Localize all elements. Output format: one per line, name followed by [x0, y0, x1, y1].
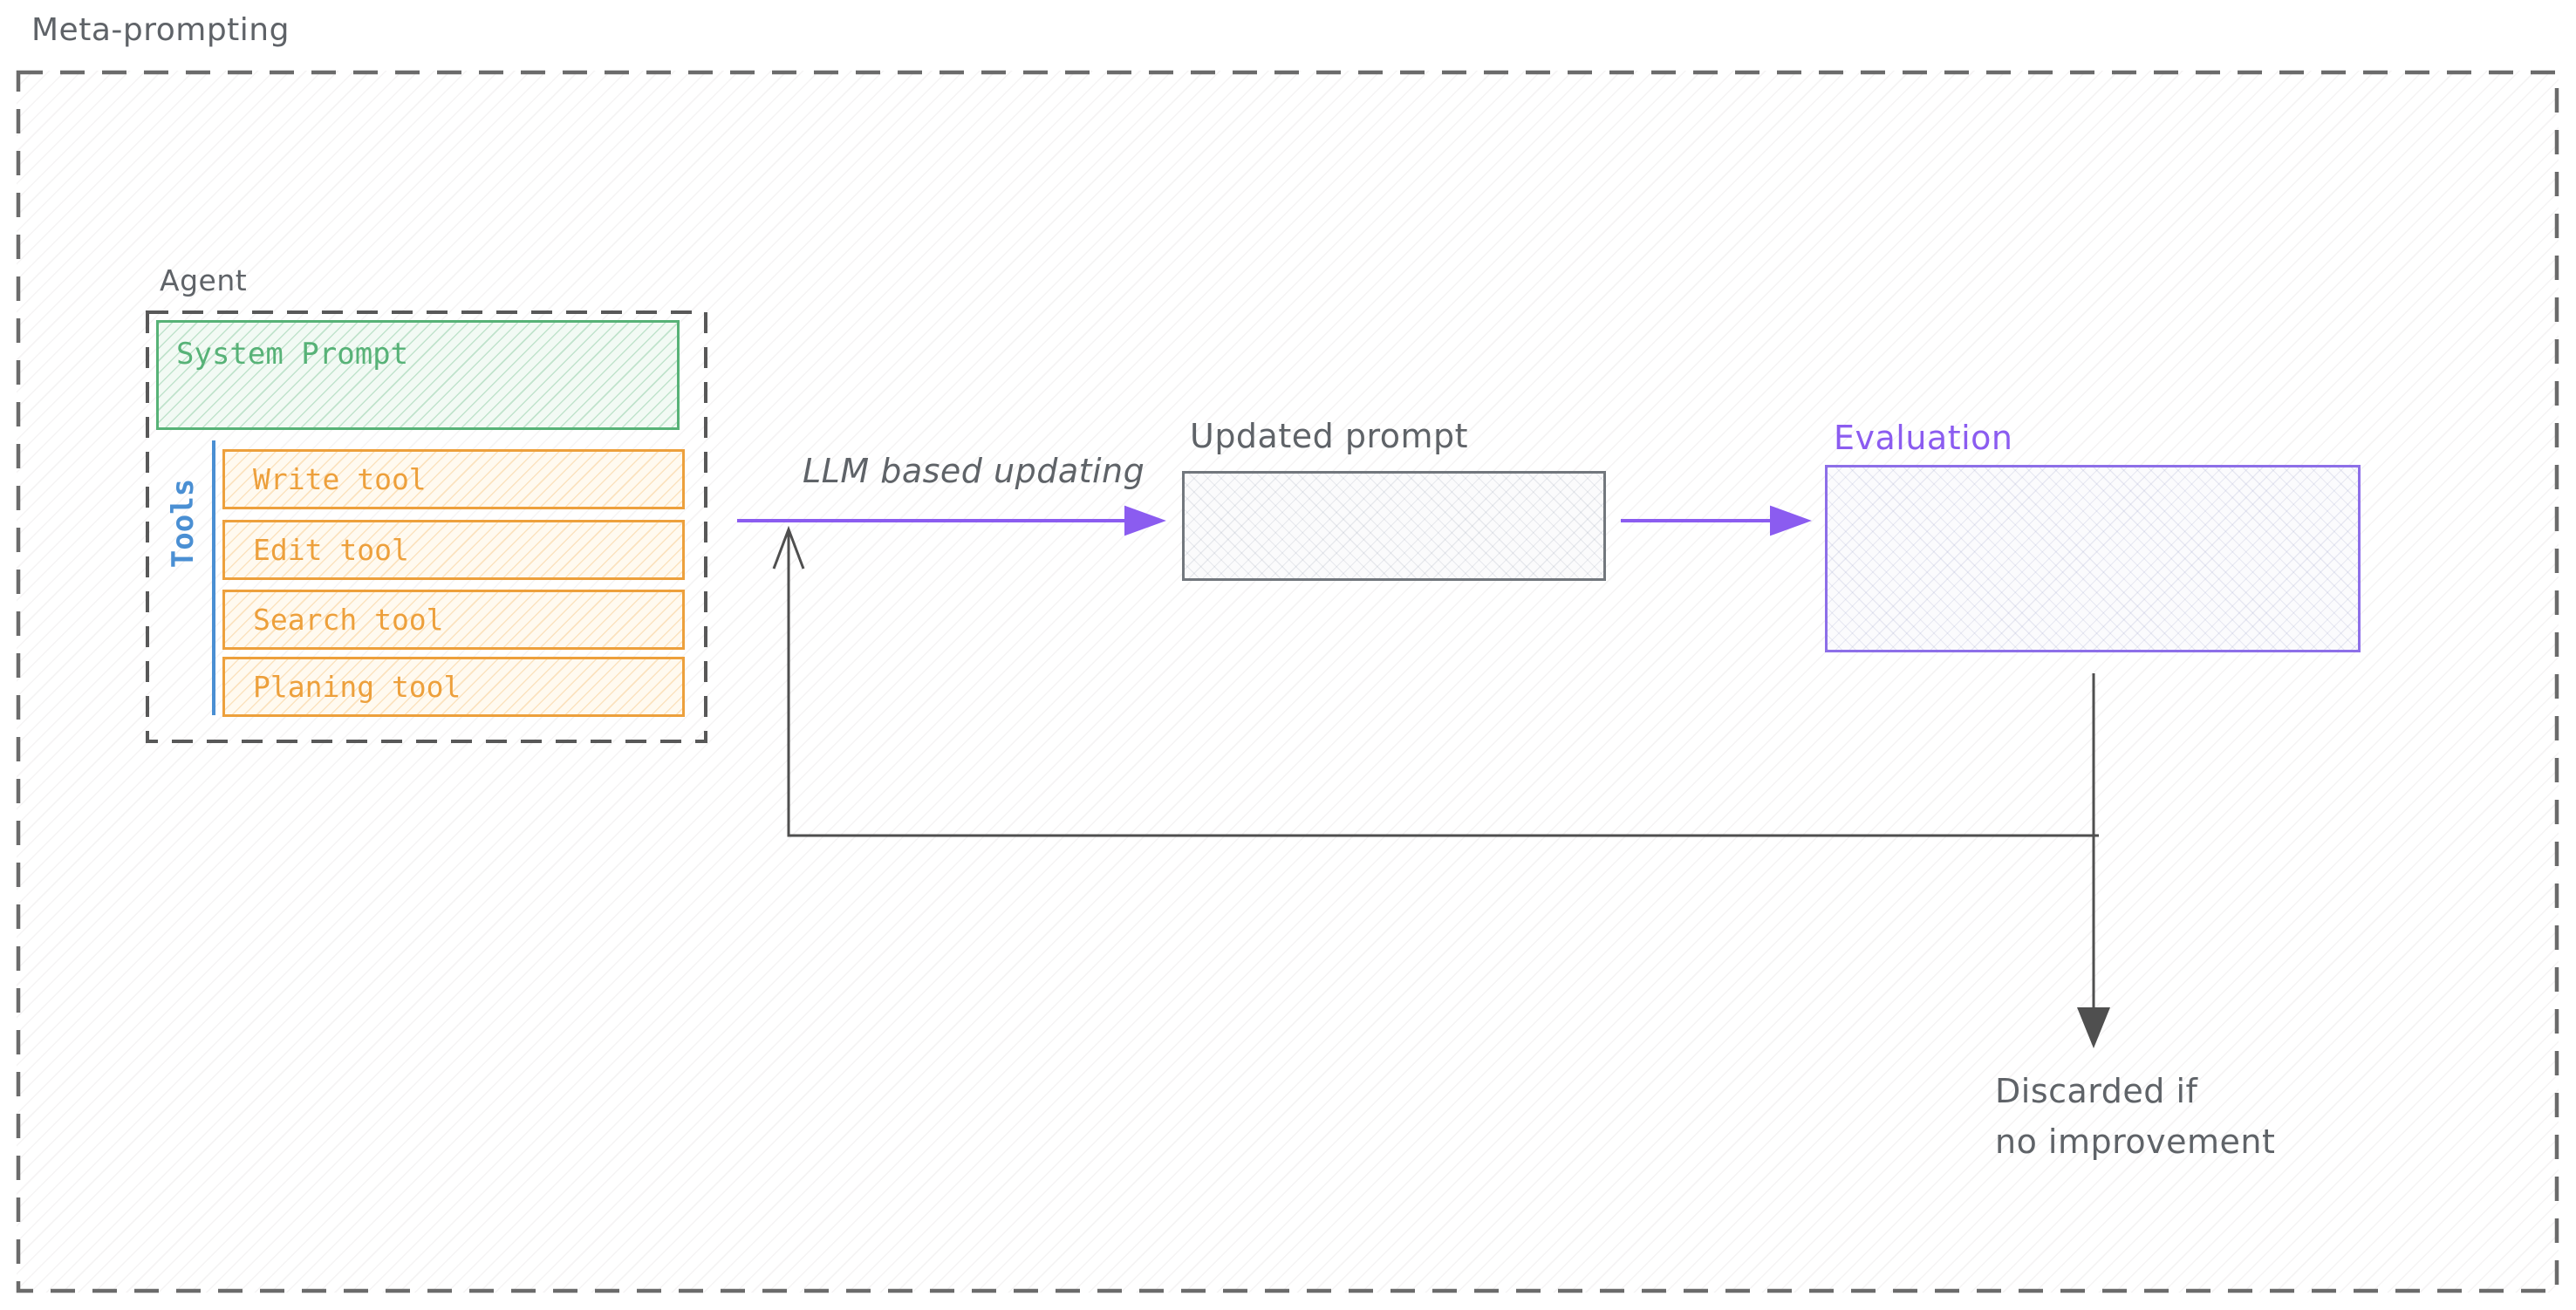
- tool-box-write: Write tool: [222, 449, 685, 509]
- system-prompt-box: System Prompt: [156, 320, 680, 430]
- discard-note-line1: Discarded if: [1995, 1072, 2198, 1110]
- tool-box-label: Edit tool: [253, 533, 409, 567]
- tool-box-label: Search tool: [253, 603, 444, 637]
- tool-box-planing: Planing tool: [222, 657, 685, 717]
- tool-box-label: Write tool: [253, 462, 427, 496]
- agent-label: Agent: [160, 263, 248, 297]
- updated-prompt-box: [1182, 471, 1606, 581]
- evaluation-label: Evaluation: [1834, 419, 2013, 457]
- meta-prompting-title: Meta-prompting: [31, 12, 290, 48]
- tool-box-search: Search tool: [222, 590, 685, 650]
- evaluation-box: [1825, 465, 2361, 652]
- discard-note: Discarded if no improvement: [1995, 1066, 2275, 1167]
- updated-prompt-label: Updated prompt: [1190, 417, 1469, 455]
- tool-box-label: Planing tool: [253, 670, 461, 704]
- discard-note-line2: no improvement: [1995, 1122, 2276, 1161]
- llm-arrow-label: LLM based updating: [803, 452, 1145, 490]
- tools-label: Tools: [166, 478, 201, 569]
- system-prompt-label: System Prompt: [176, 337, 409, 372]
- tool-box-edit: Edit tool: [222, 520, 685, 580]
- tools-bracket-line: [212, 440, 215, 715]
